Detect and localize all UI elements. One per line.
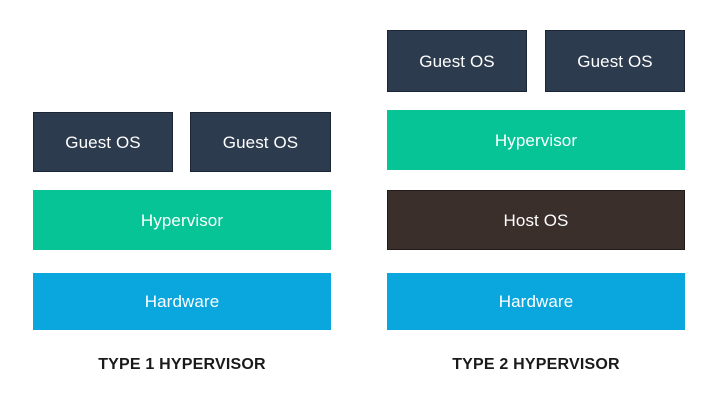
type2-hypervisor-stack: Guest OS Guest OS Hypervisor Host OS Har… [387,0,685,405]
type1-hypervisor-stack: Guest OS Guest OS Hypervisor Hardware TY… [33,0,331,405]
type2-guest-os-label-2: Guest OS [577,51,653,71]
type1-hypervisor-label: Hypervisor [140,210,224,230]
type1-guest-os-label-1: Guest OS [65,132,141,152]
type2-hypervisor-label: Hypervisor [494,130,578,150]
type1-guest-os-label-2: Guest OS [222,132,299,152]
type2-guest-os-box-1: Guest OS [387,30,527,92]
type2-hypervisor-box: Hypervisor [387,110,685,170]
type2-caption: TYPE 2 HYPERVISOR [452,356,620,373]
type1-hardware-box: Hardware [33,273,331,330]
type2-hardware-label: Hardware [498,292,574,311]
type1-hypervisor-box: Hypervisor [33,190,331,250]
type2-guest-os-label-1: Guest OS [419,51,495,71]
type1-guest-os-box-1: Guest OS [33,112,173,172]
type1-hardware-label: Hardware [144,292,220,311]
type1-guest-os-box-2: Guest OS [190,112,331,172]
type2-host-os-box: Host OS [387,190,685,250]
type2-host-os-label: Host OS [503,210,569,230]
type2-hardware-box: Hardware [387,273,685,330]
type1-caption: TYPE 1 HYPERVISOR [98,356,266,373]
type2-guest-os-box-2: Guest OS [545,30,685,92]
